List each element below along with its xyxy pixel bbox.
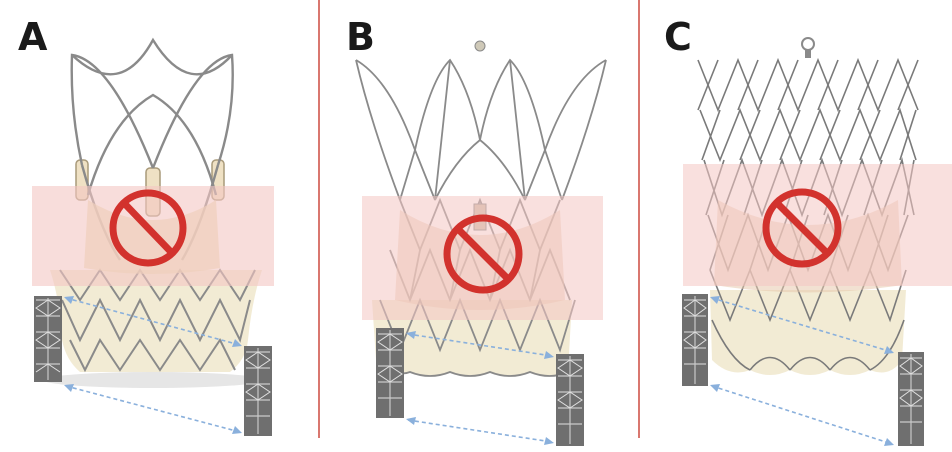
double-arrow-icon — [65, 297, 241, 433]
panel-divider — [318, 0, 320, 438]
panel-label-a: A — [18, 15, 48, 59]
valve-a-skirt — [50, 270, 262, 372]
prohibition-icon — [762, 188, 842, 268]
coronary-stent-icon — [34, 296, 62, 382]
valve-a-illustration — [32, 37, 274, 436]
valve-b-illustration — [355, 40, 607, 446]
double-arrow-heads — [406, 331, 554, 445]
coronary-stent-icon — [376, 328, 404, 418]
prohibition-icon — [443, 214, 523, 294]
valve-c-top-stem — [805, 50, 811, 58]
valve-a-shadow — [43, 372, 263, 388]
coronary-stent-icon — [556, 354, 584, 446]
double-arrow-icon — [407, 333, 553, 443]
highlight-band-c — [683, 164, 952, 286]
valve-c-skirt — [710, 290, 906, 375]
panel-b: B — [320, 0, 637, 452]
valve-c-illustration — [682, 37, 952, 446]
double-arrow-icon — [711, 297, 893, 445]
valve-c-top-ring — [801, 37, 815, 51]
panel-divider — [638, 0, 640, 438]
valve-b-top-knob — [474, 40, 486, 52]
prohibition-icon — [109, 189, 187, 267]
double-arrow-heads — [64, 296, 242, 434]
panel-a: A — [0, 0, 317, 452]
valve-b-upper-frame — [355, 58, 607, 201]
panel-c: C — [640, 0, 952, 452]
coronary-stent-icon — [898, 352, 924, 446]
panel-label-c: C — [664, 15, 692, 59]
double-arrow-heads — [710, 296, 894, 446]
coronary-stent-icon — [244, 346, 272, 436]
coronary-stent-icon — [682, 294, 708, 386]
panel-label-b: B — [346, 15, 375, 59]
